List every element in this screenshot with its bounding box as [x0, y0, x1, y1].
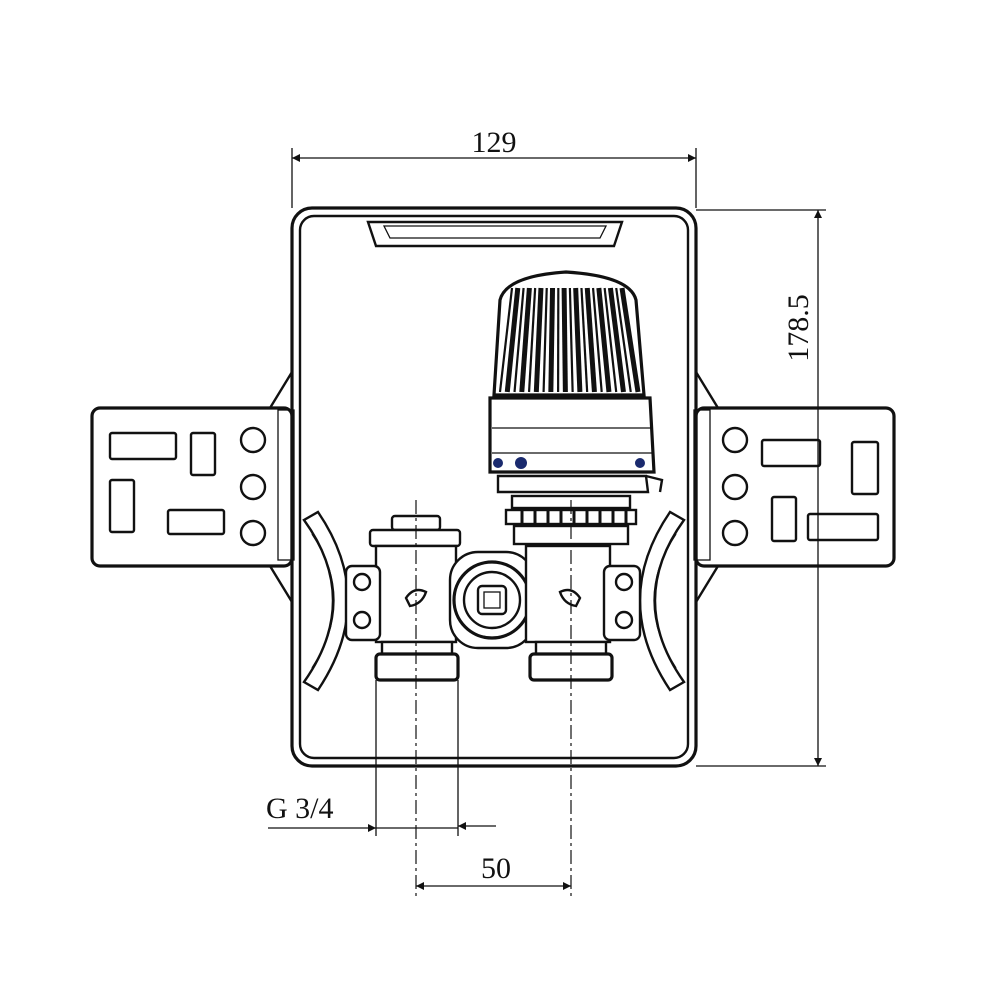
left-mounting-bracket — [92, 372, 292, 602]
central-fitting — [450, 552, 534, 648]
spacing-label: 50 — [481, 852, 511, 885]
knob-rib — [551, 288, 553, 392]
width-label: 129 — [472, 126, 517, 159]
spacing-dimension: 50 — [416, 852, 571, 886]
knob-rib — [564, 288, 565, 392]
right-mounting-bracket — [696, 372, 894, 602]
indicator-dot-icon — [493, 458, 503, 468]
height-label: 178.5 — [782, 294, 815, 362]
width-dimension: 129 — [292, 126, 696, 208]
thread-label: G 3/4 — [266, 792, 334, 825]
indicator-dot-icon — [515, 457, 527, 469]
indicator-dot-icon — [635, 458, 645, 468]
